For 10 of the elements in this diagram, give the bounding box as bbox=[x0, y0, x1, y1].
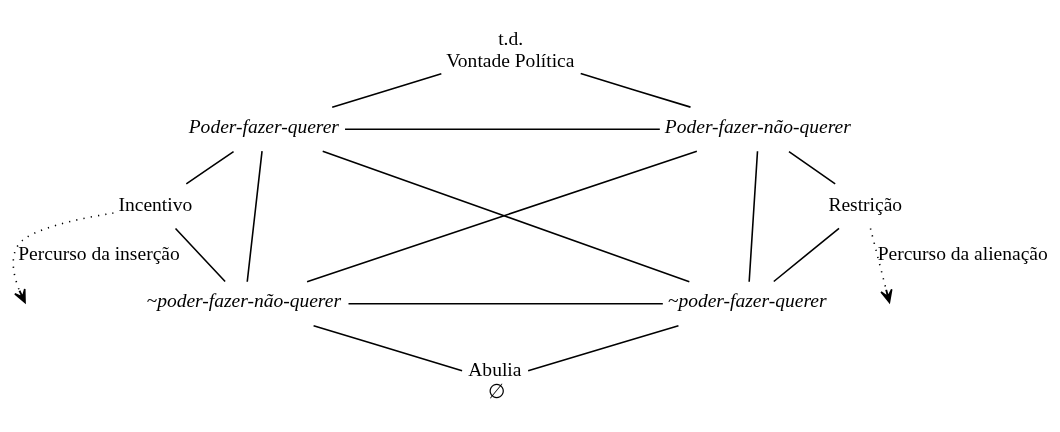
node-text: t.d. Vontade Política bbox=[446, 27, 575, 71]
node-text: ~poder-fazer-querer bbox=[667, 289, 827, 311]
node-text: Incentivo bbox=[118, 193, 193, 215]
node-text: Poder-fazer-querer bbox=[188, 115, 339, 137]
node-text: Poder-fazer-não-querer bbox=[664, 115, 851, 137]
edge-label: Percurso da inserção bbox=[18, 242, 180, 264]
node-text: Restrição bbox=[828, 193, 903, 215]
node-text: Abulia ∅ bbox=[468, 358, 522, 402]
edge-label: Percurso da alienação bbox=[877, 242, 1048, 264]
node-text: ~poder-fazer-não-querer bbox=[146, 289, 342, 311]
